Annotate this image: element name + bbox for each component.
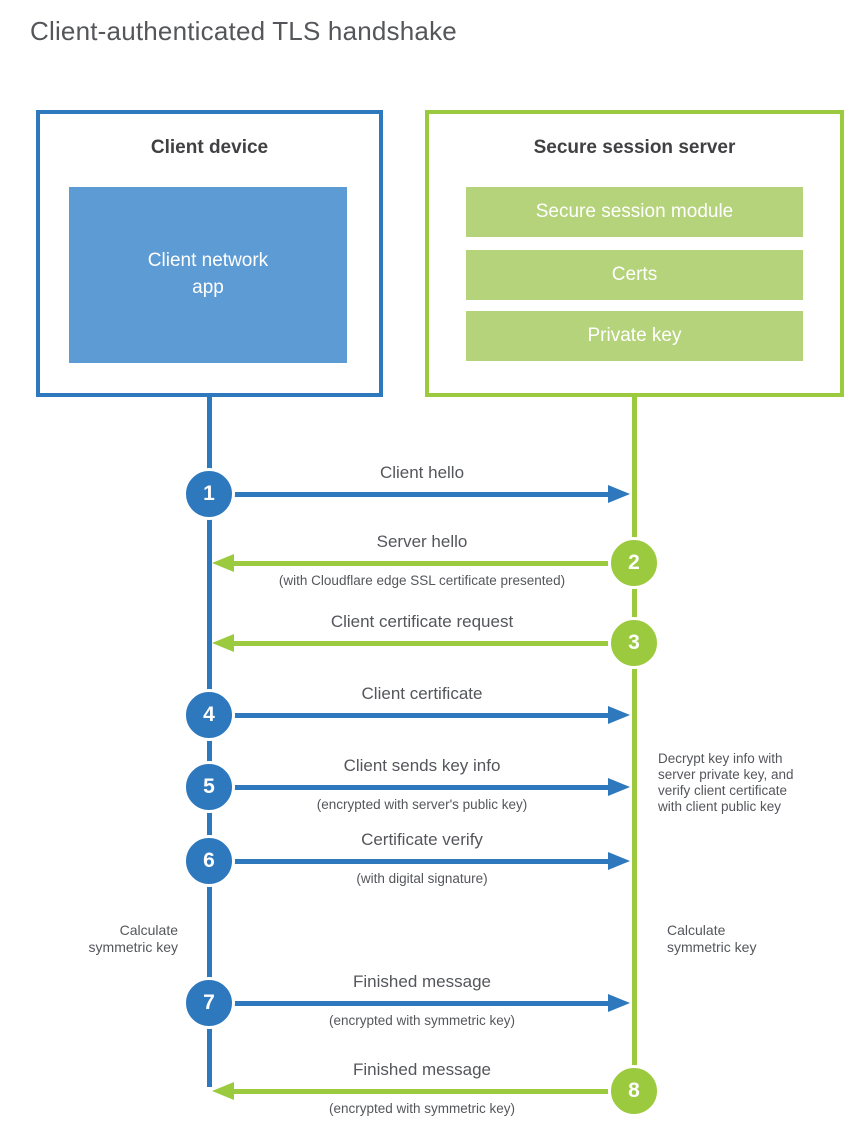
step-5-message-label: Client sends key info <box>343 756 501 775</box>
step-7-message-label: Finished message <box>353 972 491 991</box>
step-7-arrow-line <box>212 1001 610 1006</box>
step-6-circle: 6 <box>183 835 235 887</box>
step-4-message-label: Client certificate <box>361 684 483 703</box>
step-2-circle: 2 <box>608 537 660 589</box>
server-lifeline <box>632 395 637 1093</box>
step-8-arrowhead-left-icon <box>212 1082 234 1100</box>
step-5-circle: 5 <box>183 761 235 813</box>
step-8-circle: 8 <box>608 1065 660 1117</box>
server-calc-symmetric-key-note: Calculate symmetric key <box>667 922 757 955</box>
step-5-arrowhead-right-icon <box>608 778 630 796</box>
step-1-arrowhead-right-icon <box>608 485 630 503</box>
step-3-arrowhead-left-icon <box>212 634 234 652</box>
server-module-private-key: Private key <box>466 311 803 361</box>
step-3-message-label: Client certificate request <box>330 612 514 631</box>
step-7-circle: 7 <box>183 977 235 1029</box>
step-3-arrow-line <box>232 641 632 646</box>
step-1-message-label: Client hello <box>379 463 465 482</box>
step-1-arrow-line <box>212 492 610 497</box>
step-8-message-sublabel: (encrypted with symmetric key) <box>328 1101 516 1116</box>
server-box-title: Secure session server <box>533 137 736 158</box>
client-calc-symmetric-key-note: Calculate symmetric key <box>88 922 178 955</box>
step-6-message-label: Certificate verify <box>361 830 483 849</box>
step-4-arrowhead-right-icon <box>608 706 630 724</box>
step-3-circle: 3 <box>608 617 660 669</box>
step-8-arrow-line <box>232 1089 632 1094</box>
step-4-circle: 4 <box>183 689 235 741</box>
step-7-arrowhead-right-icon <box>608 994 630 1012</box>
step-4-arrow-line <box>212 713 610 718</box>
server-decrypt-note: Decrypt key info with server private key… <box>658 751 794 814</box>
step-5-arrow-line <box>212 785 610 790</box>
step-2-arrow-line <box>232 561 632 566</box>
server-module-certs: Certs <box>466 250 803 300</box>
step-6-arrow-line <box>212 859 610 864</box>
page-title: Client-authenticated TLS handshake <box>30 16 457 46</box>
step-2-message-label: Server hello <box>376 532 468 551</box>
step-6-message-sublabel: (with digital signature) <box>356 871 488 886</box>
step-8-message-label: Finished message <box>353 1060 491 1079</box>
step-2-arrowhead-left-icon <box>212 554 234 572</box>
server-module-secure-session: Secure session module <box>466 187 803 237</box>
step-6-arrowhead-right-icon <box>608 852 630 870</box>
client-network-app-module: Client network app <box>69 187 347 363</box>
step-7-message-sublabel: (encrypted with symmetric key) <box>328 1013 516 1028</box>
step-5-message-sublabel: (encrypted with server's public key) <box>316 797 528 812</box>
client-device-title: Client device <box>150 137 269 158</box>
step-2-message-sublabel: (with Cloudflare edge SSL certificate pr… <box>278 573 566 588</box>
client-lifeline <box>207 395 212 1087</box>
step-1-circle: 1 <box>183 468 235 520</box>
